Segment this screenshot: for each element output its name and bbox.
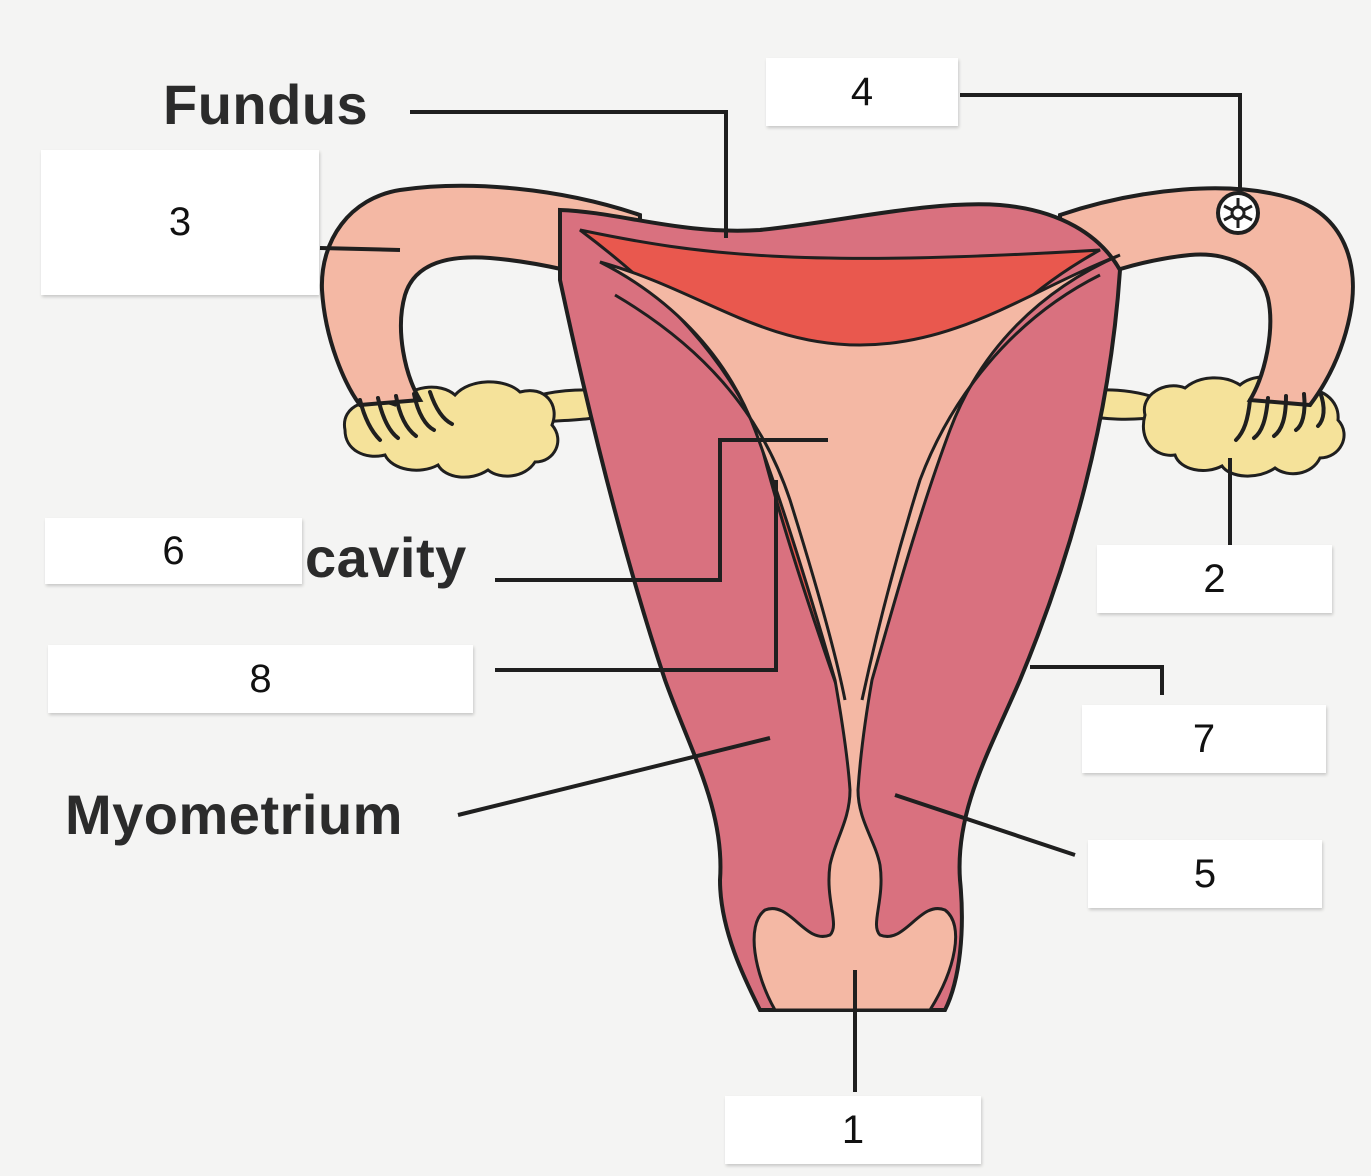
ovum-icon (1218, 193, 1258, 233)
answer-box-2[interactable]: 2 (1097, 545, 1332, 613)
answer-box-5[interactable]: 5 (1088, 840, 1322, 908)
answer-box-7[interactable]: 7 (1082, 705, 1326, 773)
leader-7 (1030, 667, 1162, 695)
label-myometrium: Myometrium (65, 782, 403, 847)
answer-box-1[interactable]: 1 (725, 1096, 981, 1164)
label-fundus: Fundus (163, 72, 368, 137)
leader-4 (960, 95, 1240, 193)
label-cavity: cavity (305, 525, 467, 590)
leader-3 (320, 248, 400, 250)
answer-box-3[interactable]: 3 (41, 150, 319, 295)
answer-box-6[interactable]: 6 (45, 518, 302, 584)
answer-box-4[interactable]: 4 (766, 58, 958, 126)
answer-box-8[interactable]: 8 (48, 645, 473, 713)
